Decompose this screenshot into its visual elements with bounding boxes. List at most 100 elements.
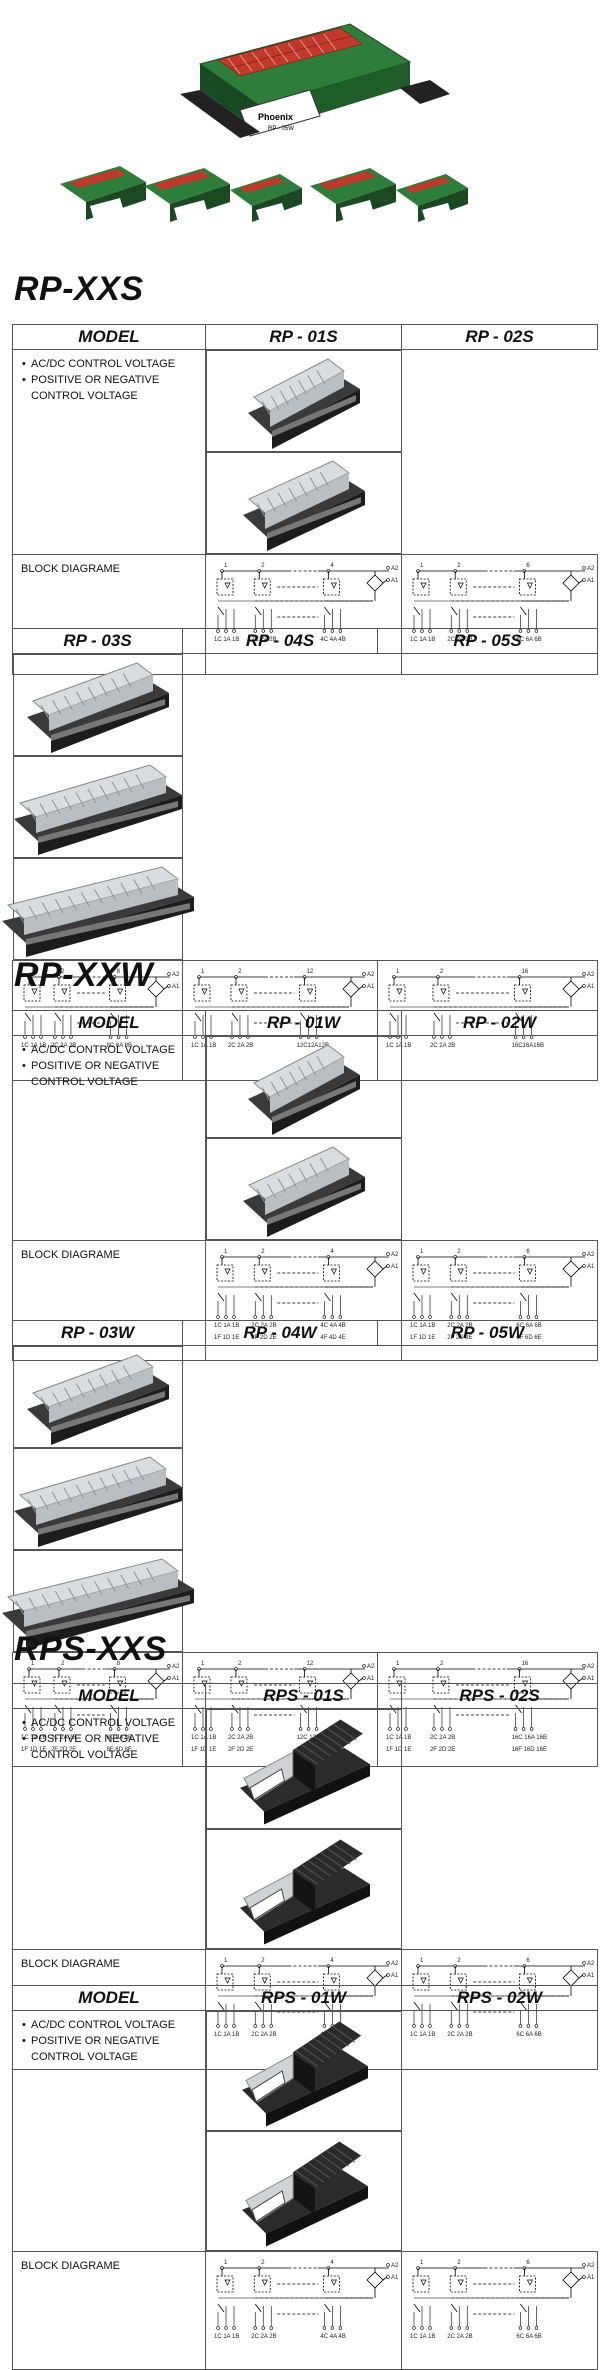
terminal-a2 — [386, 566, 390, 570]
terminal-a2 — [362, 1664, 366, 1668]
product-image — [12, 756, 183, 858]
terminal-a1 — [386, 578, 390, 582]
wire — [358, 985, 364, 990]
output-terminal — [246, 1727, 250, 1731]
output-terminal — [432, 1727, 436, 1731]
relay-coil — [216, 1264, 234, 1282]
output-terminal — [513, 1035, 518, 1039]
output-terminal — [432, 1035, 436, 1039]
terminal-a2 — [167, 972, 171, 976]
output-terminal — [412, 2326, 416, 2330]
features-cell: AC/DC CONTROL VOLTAGE POSITIVE OR NEGATI… — [12, 2010, 206, 2252]
output-terminal — [449, 1315, 453, 1319]
output-terminal — [322, 2326, 327, 2330]
diode — [457, 1268, 464, 1275]
diode — [261, 582, 268, 589]
relay-channel-number: 6 — [526, 1958, 530, 1964]
output-terminal — [216, 2024, 220, 2028]
terminal-a1-label: A1 — [391, 1264, 399, 1270]
output-terminal — [269, 2024, 273, 2028]
output-terminal — [518, 2024, 523, 2028]
product-image — [12, 1346, 183, 1448]
product-image — [12, 654, 183, 756]
contact-caption: 2C 2A 2B — [447, 2334, 472, 2340]
terminal-a1-label: A1 — [367, 1676, 375, 1682]
output-terminal — [457, 2326, 461, 2330]
wire — [163, 1677, 169, 1682]
output-terminal — [412, 1315, 416, 1319]
relay-coil — [514, 984, 532, 1002]
wire — [578, 985, 584, 990]
section-heading-rp-xxw: RP-XXW — [14, 956, 153, 994]
model-name: RPS - 01S — [205, 1683, 402, 1709]
diode — [330, 582, 337, 589]
rectifier-bridge — [342, 980, 360, 998]
output-terminal — [449, 2326, 453, 2330]
model-name: RP - 01S — [205, 324, 402, 350]
relay-coil — [449, 2275, 467, 2293]
contact-caption-second: 2F 2D 2E — [430, 1747, 455, 1753]
contact-caption: 2C 2A 2B — [228, 1043, 253, 1049]
contact-caption: 16C 16A 16B — [512, 1735, 547, 1741]
model-name: RP - 02S — [401, 324, 598, 350]
relay-channel-number: 4 — [330, 1958, 334, 1964]
terminal-a1 — [386, 2275, 390, 2279]
output-terminal — [526, 2326, 531, 2330]
contact-switch — [254, 2303, 262, 2313]
diode — [420, 2279, 427, 2286]
relay-channel-number: 16 — [522, 969, 529, 975]
relay-module-with-heatsink — [241, 2141, 368, 2247]
relay-coil — [412, 2275, 430, 2293]
diode — [420, 1977, 427, 1984]
terminal-a1-label: A1 — [172, 984, 180, 990]
relay-coil — [519, 578, 536, 596]
relay-channel-number: 1 — [31, 1661, 35, 1667]
relay-coil — [23, 984, 41, 1002]
relay-channel-number: 2 — [440, 969, 444, 975]
relay-coil — [519, 2275, 536, 2293]
rectifier-bridge — [366, 1969, 384, 1987]
terminal-a1-label: A1 — [367, 984, 375, 990]
relay-module — [26, 662, 169, 753]
output-terminal — [209, 1727, 213, 1731]
contact-caption: 6C 6A 6B — [516, 2032, 541, 2038]
terminal-a2 — [582, 2263, 586, 2267]
relay-channel-number: 2 — [457, 563, 461, 569]
model-name: RPS - 02S — [401, 1683, 598, 1709]
relay-channel-number: 2 — [457, 2260, 461, 2266]
relay-coil — [449, 1264, 467, 1282]
terminal-a1-label: A1 — [172, 1676, 180, 1682]
output-terminal — [230, 1727, 234, 1731]
diode — [224, 2279, 231, 2286]
feature-item: POSITIVE OR NEGATIVE CONTROL VOLTAGE — [22, 1058, 199, 1090]
relay-coil — [412, 578, 430, 596]
relay-module — [242, 460, 365, 551]
terminal-a2-label: A2 — [587, 1252, 595, 1258]
wire — [578, 579, 584, 584]
relay-channel-number: 1 — [224, 1958, 228, 1964]
terminal-a2 — [582, 566, 586, 570]
section-heading-rp-xxs: RP-XXS — [14, 270, 144, 308]
diode — [61, 988, 68, 995]
features-cell: AC/DC CONTROL VOLTAGE POSITIVE OR NEGATI… — [12, 1708, 206, 1950]
diode — [526, 1268, 533, 1275]
block-diagram-label: BLOCK DIAGRAME — [12, 2251, 206, 2370]
diode — [261, 2279, 268, 2286]
terminal-a2 — [582, 1252, 586, 1256]
contact-switch — [324, 2303, 331, 2313]
relay-module — [13, 1456, 182, 1547]
contact-caption: 2C 2A 2B — [447, 2032, 472, 2038]
relay-channel-number: 2 — [457, 1958, 461, 1964]
terminal-a2-label: A2 — [367, 972, 375, 978]
terminal-a1 — [386, 1264, 390, 1268]
output-terminal — [388, 1727, 392, 1731]
rectifier-bridge — [366, 2271, 384, 2289]
relay-channel-number: 2 — [261, 563, 265, 569]
terminal-a1 — [582, 1973, 586, 1977]
output-terminal — [338, 2326, 343, 2330]
output-terminal — [306, 1727, 311, 1731]
contact-switch — [413, 2303, 421, 2313]
relay-module — [247, 1044, 360, 1135]
